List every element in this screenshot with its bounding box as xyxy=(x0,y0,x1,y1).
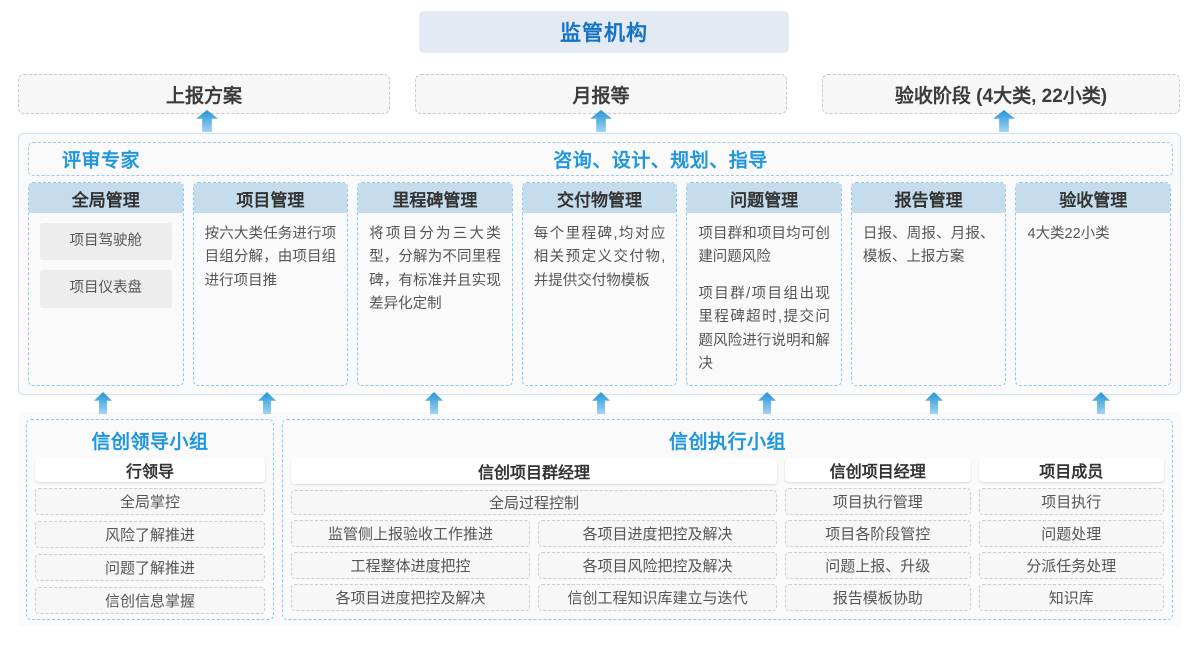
capability-column[interactable]: 报告管理日报、周报、月报、模板、上报方案 xyxy=(850,182,1007,386)
capability-column-title: 报告管理 xyxy=(851,183,1006,213)
exec-role-item[interactable]: 各项目进度把控及解决 xyxy=(538,520,777,547)
arrow-col-3-icon xyxy=(425,392,443,414)
role-bank-leader: 行领导 全局掌控风险了解推进问题了解推进信创信息掌握 xyxy=(35,458,265,614)
leader-group-box: 信创领导小组 行领导 全局掌控风险了解推进问题了解推进信创信息掌握 xyxy=(26,419,274,620)
capability-column-body: 4大类22小类 xyxy=(1016,213,1170,385)
arrow-col-7-icon xyxy=(1092,392,1110,414)
exec-role-item[interactable]: 知识库 xyxy=(978,584,1164,611)
middle-header-bar: 评审专家 咨询、设计、规划、指导 xyxy=(28,142,1173,176)
report-box-acceptance: 验收阶段 (4大类, 22小类) xyxy=(822,74,1180,114)
report-label-plan: 上报方案 xyxy=(165,85,242,107)
exec-role-column: 项目成员项目执行问题处理分派任务处理知识库 xyxy=(978,458,1164,611)
capability-column-body: 按六大类任务进行项目组分解，由项目组进行项目推 xyxy=(194,213,348,385)
exec-role-subcolumn: 项目执行问题处理分派任务处理知识库 xyxy=(978,488,1164,611)
capability-column-title: 项目管理 xyxy=(193,183,348,213)
regulator-box: 监管机构 xyxy=(419,11,789,53)
capability-paragraph: 项目群/项目组出现里程碑超时,提交问题风险进行说明和解决 xyxy=(698,285,830,373)
bottom-org-band: 信创领导小组 行领导 全局掌控风险了解推进问题了解推进信创信息掌握 信创执行小组… xyxy=(18,412,1181,627)
regulator-label: 监管机构 xyxy=(560,22,648,45)
report-label-acceptance: 验收阶段 (4大类, 22小类) xyxy=(894,85,1108,107)
leader-group-title: 信创领导小组 xyxy=(91,432,209,453)
capability-column[interactable]: 交付物管理每个里程碑,均对应相关预定义交付物,并提供交付物模板 xyxy=(521,182,678,386)
capability-paragraph: 4大类22小类 xyxy=(1027,226,1110,242)
exec-role-subcolumn: 项目执行管理项目各阶段管控问题上报、升级报告模板协助 xyxy=(785,488,971,611)
exec-role-item[interactable]: 问题上报、升级 xyxy=(785,552,971,579)
capability-paragraph: 将项目分为三大类型，分解为不同里程碑，有标准并且实现差异化定制 xyxy=(369,226,501,313)
exec-role-item[interactable]: 项目执行管理 xyxy=(785,488,971,515)
capability-paragraph: 项目群和项目均可创建问题风险 xyxy=(698,226,830,266)
exec-role-subcolumn: 各项目进度把控及解决各项目风险把控及解决信创工程知识库建立与迭代 xyxy=(538,520,777,611)
capability-paragraph: 每个里程碑,均对应相关预定义交付物,并提供交付物模板 xyxy=(533,226,666,289)
capability-columns: 全局管理项目驾驶舱项目仪表盘项目管理按六大类任务进行项目组分解，由项目组进行项目… xyxy=(28,182,1172,386)
exec-group-body: 信创项目群经理全局过程控制监管侧上报验收工作推进工程整体进度把控各项目进度把控及… xyxy=(291,458,1164,611)
review-experts-label: 评审专家 xyxy=(62,150,141,172)
exec-role-item[interactable]: 项目执行 xyxy=(978,488,1164,515)
arrow-col-2-icon xyxy=(258,392,276,414)
capability-column-body: 日报、周报、月报、模板、上报方案 xyxy=(852,213,1006,385)
capability-column-title: 验收管理 xyxy=(1016,183,1171,213)
arrow-to-report-plan-icon xyxy=(196,110,218,132)
capability-column[interactable]: 里程碑管理将项目分为三大类型，分解为不同里程碑，有标准并且实现差异化定制 xyxy=(357,182,513,386)
exec-role-column: 信创项目经理项目执行管理项目各阶段管控问题上报、升级报告模板协助 xyxy=(785,458,971,611)
arrow-col-4-icon xyxy=(592,392,610,414)
arrow-to-monthly-report-icon xyxy=(590,110,612,132)
capability-column[interactable]: 项目管理按六大类任务进行项目组分解，由项目组进行项目推 xyxy=(192,182,349,386)
leader-duty-item[interactable]: 问题了解推进 xyxy=(35,554,265,581)
report-box-plan: 上报方案 xyxy=(18,74,390,114)
report-row: 上报方案 月报等 验收阶段 (4大类, 22小类) xyxy=(0,74,1200,114)
capability-column-body: 每个里程碑,均对应相关预定义交付物,并提供交付物模板 xyxy=(523,213,677,385)
arrow-col-5-icon xyxy=(758,392,776,414)
role-header-bank-leader: 行领导 xyxy=(35,458,265,482)
capability-column-title: 交付物管理 xyxy=(522,183,677,213)
report-label-monthly: 月报等 xyxy=(572,85,630,107)
capability-column[interactable]: 验收管理 4大类22小类 xyxy=(1015,182,1172,386)
arrow-col-6-icon xyxy=(925,392,943,414)
exec-role-subcolumn: 监管侧上报验收工作推进工程整体进度把控各项目进度把控及解决 xyxy=(291,520,530,611)
arrow-to-acceptance-stage-icon xyxy=(993,110,1015,132)
capability-column-body: 将项目分为三大类型，分解为不同里程碑，有标准并且实现差异化定制 xyxy=(358,213,512,385)
exec-group-title: 信创执行小组 xyxy=(668,432,786,453)
report-box-monthly: 月报等 xyxy=(415,74,787,114)
exec-role-item[interactable]: 分派任务处理 xyxy=(978,552,1164,579)
capability-paragraph: 日报、周报、月报、模板、上报方案 xyxy=(862,226,995,266)
middle-platform-container: 评审专家 咨询、设计、规划、指导 全局管理项目驾驶舱项目仪表盘项目管理按六大类任… xyxy=(18,133,1181,395)
exec-role-item[interactable]: 监管侧上报验收工作推进 xyxy=(291,520,530,547)
exec-role-item[interactable]: 信创工程知识库建立与迭代 xyxy=(538,584,777,611)
leader-group-body: 行领导 全局掌控风险了解推进问题了解推进信创信息掌握 xyxy=(35,458,265,614)
exec-role-item[interactable]: 全局过程控制 xyxy=(291,489,777,515)
exec-role-item[interactable]: 问题处理 xyxy=(978,520,1164,547)
capability-column[interactable]: 问题管理项目群和项目均可创建问题风险项目群/项目组出现里程碑超时,提交问题风险进… xyxy=(686,182,842,386)
capability-pill[interactable]: 项目仪表盘 xyxy=(40,270,172,308)
exec-role-column: 信创项目群经理全局过程控制监管侧上报验收工作推进工程整体进度把控各项目进度把控及… xyxy=(291,458,777,611)
arrow-col-1-icon xyxy=(94,392,112,414)
capability-column-body: 项目驾驶舱项目仪表盘 xyxy=(29,213,183,385)
exec-role-header: 项目成员 xyxy=(978,458,1164,482)
exec-role-subcolumns: 监管侧上报验收工作推进工程整体进度把控各项目进度把控及解决各项目进度把控及解决各… xyxy=(291,520,777,611)
capability-pill[interactable]: 项目驾驶舱 xyxy=(40,223,172,261)
exec-role-item[interactable]: 各项目风险把控及解决 xyxy=(538,552,777,579)
exec-role-header: 信创项目群经理 xyxy=(291,458,777,484)
capability-column-title: 全局管理 xyxy=(29,183,183,213)
exec-role-item[interactable]: 项目各阶段管控 xyxy=(785,520,971,547)
capability-column-title: 里程碑管理 xyxy=(358,183,512,213)
leader-duty-item[interactable]: 全局掌控 xyxy=(35,488,265,515)
exec-role-item[interactable]: 各项目进度把控及解决 xyxy=(291,584,530,611)
exec-role-header: 信创项目经理 xyxy=(785,458,971,482)
capability-column[interactable]: 全局管理项目驾驶舱项目仪表盘 xyxy=(28,182,184,386)
exec-role-item[interactable]: 报告模板协助 xyxy=(785,584,971,611)
capability-column-title: 问题管理 xyxy=(687,183,841,213)
capability-paragraph: 按六大类任务进行项目组分解，由项目组进行项目推 xyxy=(204,226,337,289)
exec-role-item[interactable]: 工程整体进度把控 xyxy=(291,552,530,579)
exec-group-box: 信创执行小组 信创项目群经理全局过程控制监管侧上报验收工作推进工程整体进度把控各… xyxy=(282,419,1173,620)
consulting-label: 咨询、设计、规划、指导 xyxy=(553,150,768,172)
leader-duty-item[interactable]: 风险了解推进 xyxy=(35,521,265,548)
leader-duty-item[interactable]: 信创信息掌握 xyxy=(35,587,265,614)
capability-column-body: 项目群和项目均可创建问题风险项目群/项目组出现里程碑超时,提交问题风险进行说明和… xyxy=(687,213,841,385)
leader-duty-list: 全局掌控风险了解推进问题了解推进信创信息掌握 xyxy=(35,488,265,614)
